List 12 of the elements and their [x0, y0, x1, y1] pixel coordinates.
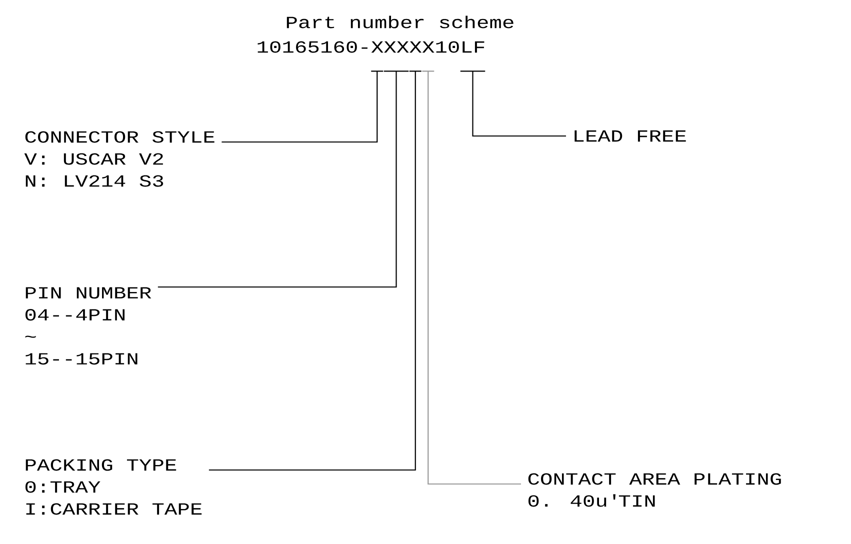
title: Part number scheme — [286, 16, 514, 28]
leader-line — [158, 70, 409, 288]
leader-line — [208, 70, 422, 471]
part-number: 10165160-XXXXX10LF — [258, 41, 484, 53]
callout-label: PIN NUMBER 04--4PIN ~ 15--15PIN — [25, 287, 152, 365]
callout-label: PACKING TYPE 0:TRAY I:CARRIER TAPE — [26, 459, 202, 515]
callout-label: CONNECTOR STYLE V: USCAR V2 N: LV214 S3 — [24, 131, 214, 187]
leader-line — [222, 70, 384, 143]
leader-line — [460, 70, 566, 137]
callout-label: CONTACT AREA PLATING 0. 40u'TIN — [528, 473, 781, 507]
callout-label: LEAD FREE — [574, 130, 686, 142]
leader-line — [422, 70, 521, 485]
